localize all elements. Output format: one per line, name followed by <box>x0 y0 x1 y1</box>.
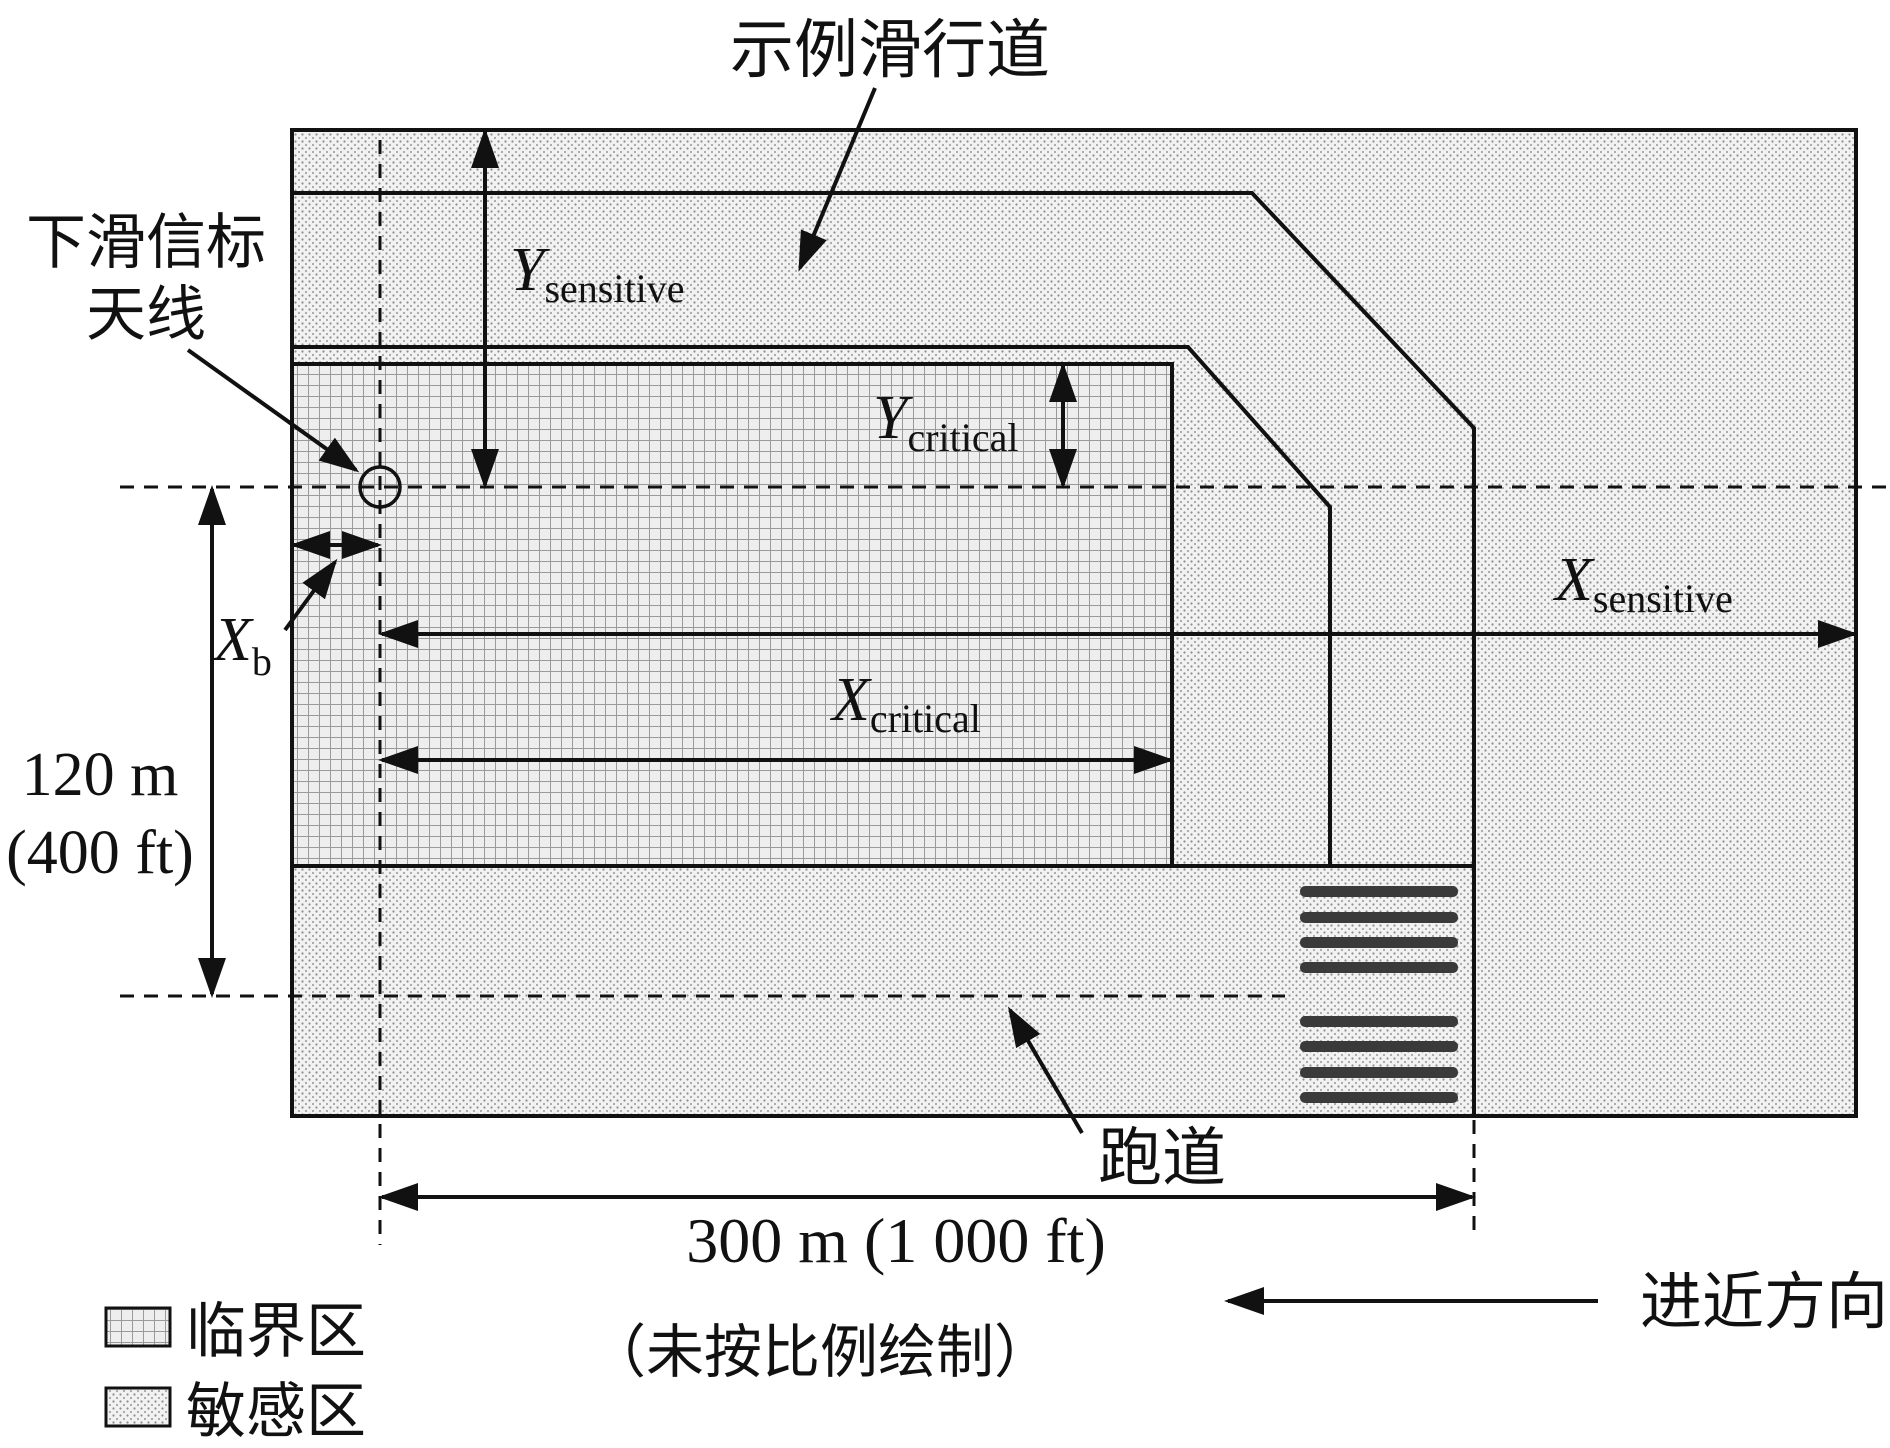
taxiway-inner-edge <box>292 345 1332 866</box>
dimension-120m-label-1: 120 m <box>22 741 179 809</box>
not-to-scale-note: （未按比例绘制） <box>588 1318 1052 1386</box>
taxiway-pointer <box>798 87 877 272</box>
legend: 临界区 敏感区 <box>104 1297 366 1447</box>
dimension-300m-label: 300 m (1 000 ft) <box>686 1205 1106 1276</box>
legend-critical-swatch <box>104 1306 172 1348</box>
y-sensitive-label: Ysensitive <box>510 236 684 311</box>
glideslope-antenna-label-1: 下滑信标 <box>26 208 266 278</box>
taxiway-example-label: 示例滑行道 <box>730 14 1050 88</box>
xb-label: Xb <box>211 606 272 684</box>
x-sensitive-label: Xsensitive <box>1552 546 1733 621</box>
threshold-markings <box>1300 886 1458 1103</box>
runway-pointer <box>1007 1006 1084 1135</box>
y-critical-label: Ycritical <box>873 384 1019 460</box>
legend-critical-label: 临界区 <box>186 1297 366 1367</box>
xb-pointer <box>283 558 338 632</box>
approach-direction-label: 进近方向 <box>1640 1265 1888 1338</box>
runway-label: 跑道 <box>1098 1122 1226 1196</box>
legend-sensitive-swatch <box>104 1386 172 1428</box>
x-critical-label: Xcritical <box>829 666 981 741</box>
critical-area <box>290 362 1174 868</box>
glideslope-antenna-label-2: 天线 <box>86 280 206 350</box>
legend-sensitive-label: 敏感区 <box>186 1377 366 1447</box>
glideslope-antenna-icon <box>358 465 402 509</box>
antenna-pointer <box>186 348 360 473</box>
dimension-120m-label-2: (400 ft) <box>6 819 194 887</box>
dashed-reference-lines <box>120 140 1886 1245</box>
